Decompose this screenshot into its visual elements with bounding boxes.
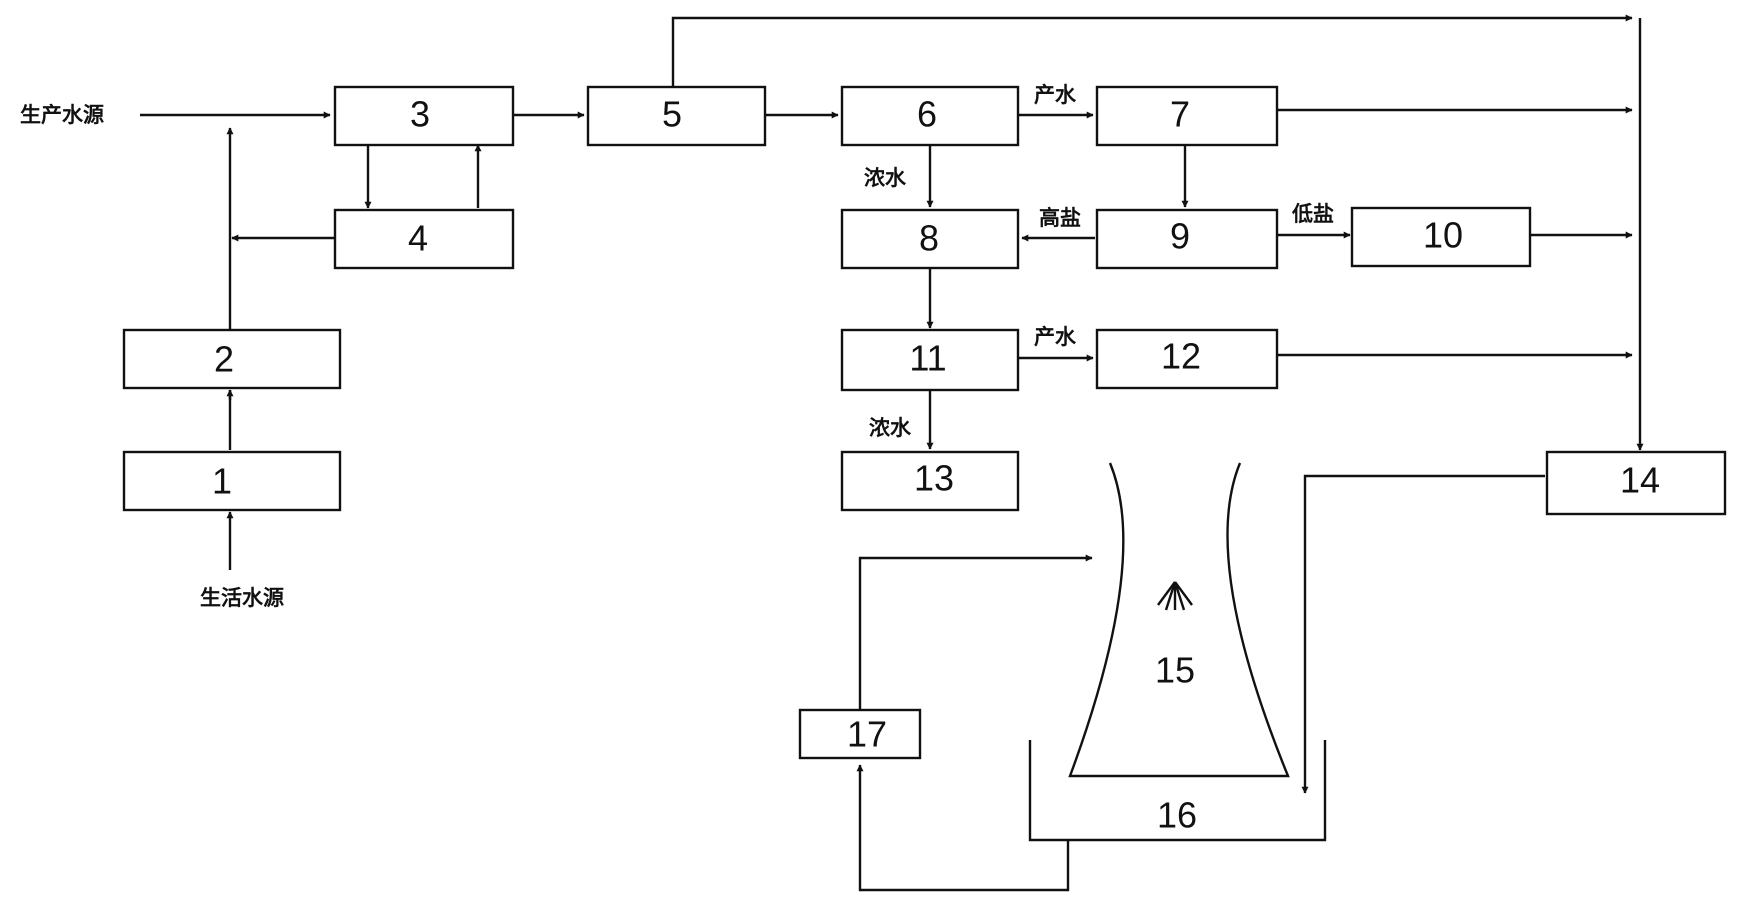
unit-17-label: 17 — [847, 714, 887, 755]
unit-11: 11 — [840, 328, 1020, 392]
unit-7-label: 7 — [1170, 94, 1190, 135]
unit-14: 14 — [1545, 450, 1727, 516]
unit-12-label: 12 — [1161, 336, 1201, 377]
concentrate-label-6: 浓水 — [864, 166, 907, 190]
unit-15-cooling-tower: 15 — [1068, 462, 1290, 778]
unit-4-box — [333, 208, 515, 270]
unit-12: 12 — [1095, 328, 1279, 390]
cooling-tower-outline — [1068, 462, 1290, 778]
unit-4: 4 — [333, 208, 515, 270]
unit-15-label: 15 — [1155, 650, 1195, 691]
unit-9: 9 — [1095, 208, 1279, 270]
unit-8-box — [840, 208, 1020, 270]
unit-13-label: 13 — [914, 458, 954, 499]
unit-2: 2 — [122, 328, 342, 390]
unit-16-basin: 16 — [1028, 740, 1327, 842]
unit-13: 13 — [840, 450, 1020, 512]
unit-3-box — [333, 85, 515, 147]
unit-10-label: 10 — [1423, 215, 1463, 256]
unit-1-label: 1 — [212, 461, 232, 502]
unit-14-label: 14 — [1620, 460, 1660, 501]
unit-7: 7 — [1095, 85, 1279, 147]
unit-5: 5 — [586, 85, 767, 147]
unit-12-box — [1095, 328, 1279, 390]
production-water-source-label: 生产水源 — [20, 103, 104, 127]
unit-10: 10 — [1350, 206, 1532, 268]
line-17-to-15 — [858, 554, 1093, 710]
line-16-to-17 — [856, 764, 1070, 892]
high-salt-label: 高盐 — [1039, 206, 1081, 230]
domestic-water-source-label: 生活水源 — [200, 586, 284, 610]
concentrate-label-11: 浓水 — [869, 416, 912, 440]
unit-14-box — [1545, 450, 1727, 516]
unit-6: 6 — [840, 85, 1020, 147]
unit-1: 1 — [122, 450, 342, 512]
unit-11-box — [840, 328, 1020, 392]
basin-outline — [1028, 740, 1327, 842]
unit-1-box — [122, 450, 342, 512]
unit-2-label: 2 — [214, 339, 234, 380]
product-water-label-6: 产水 — [1034, 83, 1077, 107]
spray-nozzle-icon — [1157, 581, 1193, 611]
unit-2-box — [122, 328, 342, 390]
product-water-label-11: 产水 — [1034, 325, 1077, 349]
unit-7-box — [1095, 85, 1279, 147]
unit-17: 17 — [798, 708, 922, 760]
unit-9-box — [1095, 208, 1279, 270]
unit-11-label: 11 — [909, 338, 946, 379]
unit-10-box — [1350, 206, 1532, 268]
unit-6-box — [840, 85, 1020, 147]
unit-5-box — [586, 85, 767, 147]
unit-4-label: 4 — [408, 218, 428, 259]
unit-8-label: 8 — [919, 218, 939, 259]
flow-lines — [140, 14, 1644, 892]
low-salt-label: 低盐 — [1291, 202, 1334, 226]
line-14-to-16 — [1301, 474, 1545, 794]
unit-8: 8 — [840, 208, 1020, 270]
unit-17-box — [798, 708, 922, 760]
unit-5-label: 5 — [662, 94, 682, 135]
unit-3: 3 — [333, 85, 515, 147]
unit-16-label: 16 — [1157, 795, 1197, 836]
unit-6-label: 6 — [917, 94, 937, 135]
unit-9-label: 9 — [1170, 216, 1190, 257]
unit-13-box — [840, 450, 1020, 512]
line-5-to-trunk — [671, 14, 1633, 87]
unit-3-label: 3 — [410, 94, 430, 135]
